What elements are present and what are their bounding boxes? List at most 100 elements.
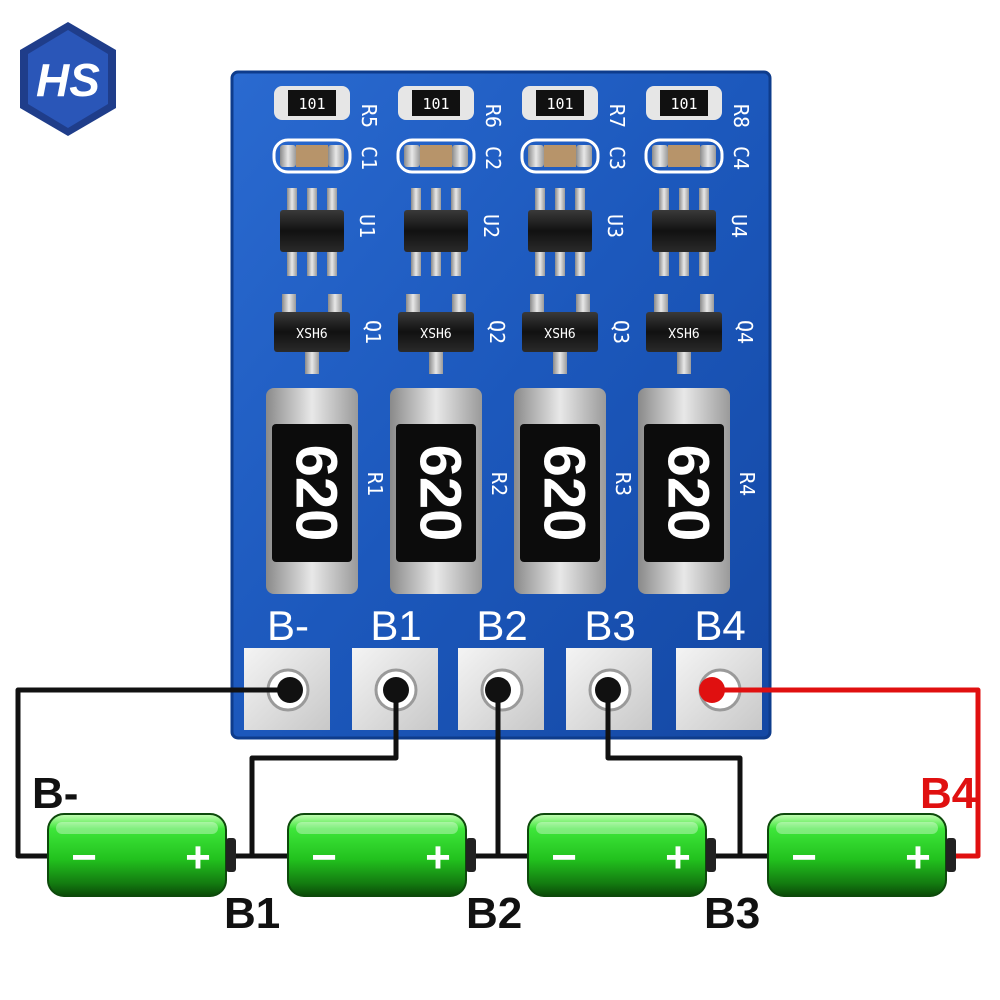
resistor-ref: R5 [357,104,381,128]
battery-terminal [946,838,956,872]
power-resistor-code: 620 [408,445,473,542]
transistor-body [274,312,350,352]
battery-plus-sign: + [905,833,931,882]
resistor-ref: R7 [605,104,629,128]
capacitor-ref: C2 [481,146,505,170]
battery-plus-sign: + [185,833,211,882]
capacitor-body [544,145,576,167]
ic-pin [699,188,709,212]
ic-ref: U3 [603,214,627,238]
smd-resistor-code: 101 [670,95,697,113]
label-b1: B1 [224,889,280,938]
smd-resistor-body [660,90,708,116]
power-resistor-code: 620 [656,445,721,542]
battery-terminal [466,838,476,872]
label-b-minus: B- [32,769,78,818]
ic-pin [431,250,441,276]
capacitor-end [280,145,296,167]
wire-b1 [229,690,399,859]
transistor-pin [406,294,420,314]
transistor-pin [576,294,590,314]
pad-label: B- [267,602,309,649]
battery-terminal [706,838,716,872]
capacitor-end [528,145,544,167]
transistor-pin [429,352,443,374]
terminal-dot-b4 [699,677,725,703]
ic-pin [575,188,585,212]
ic-pin [679,250,689,276]
capacitor-end [700,145,716,167]
ic-pin [327,188,337,212]
transistor-marking: 9HSX [420,324,451,339]
transistor-ref: Q3 [609,320,633,344]
power-resistor-ref: R1 [363,472,387,496]
capacitor-end [652,145,668,167]
label-b2: B2 [466,889,522,938]
ic-pin [555,188,565,212]
transistor-marking: 9HSX [668,324,699,339]
wire-terminals [277,677,725,703]
ic-pin [327,250,337,276]
battery-cell-2: −+ [287,813,476,897]
ic-pin [307,250,317,276]
power-resistor-ref: R4 [735,472,759,496]
battery-highlight [536,822,698,834]
ic-ref: U4 [727,214,751,238]
smd-resistor-code: 101 [298,95,325,113]
transistor-body [398,312,474,352]
terminal-dot-b1 [383,677,409,703]
ic-pin [411,250,421,276]
power-resistor-body [644,424,724,562]
power-resistor-body [272,424,352,562]
ic-pin [431,188,441,212]
ic-pin [451,188,461,212]
wire-b-minus [15,687,290,859]
battery-minus-sign: − [551,833,577,882]
ic-body [280,210,344,252]
power-resistor-body [396,424,476,562]
capacitor-ref: C3 [605,146,629,170]
smd-resistor-body [536,90,584,116]
capacitor-outline [396,138,476,174]
capacitor-outline [520,138,600,174]
battery-cell-3: −+ [527,813,716,897]
capacitor-body [420,145,452,167]
smd-resistor-code: 101 [546,95,573,113]
capacitor-end [452,145,468,167]
battery-cell-1: −+ [47,813,236,897]
transistor-pin [553,352,567,374]
transistor-pin [700,294,714,314]
transistor-ref: Q4 [733,320,757,344]
capacitor-body [296,145,328,167]
battery-highlight [296,822,458,834]
power-resistor-ref: R3 [611,472,635,496]
transistor-pin [282,294,296,314]
ic-body [404,210,468,252]
transistor-ref: Q2 [485,320,509,344]
terminal-dot-b3 [595,677,621,703]
battery-highlight [776,822,938,834]
ic-pin [555,250,565,276]
transistor-pin [530,294,544,314]
ic-ref: U2 [479,214,503,238]
label-b3: B3 [704,889,760,938]
transistor-pin [452,294,466,314]
smd-resistor-body [288,90,336,116]
capacitor-ref: C4 [729,146,753,170]
logo-text: HS [36,54,100,106]
battery-pack: −+−+−+−+ [47,813,956,897]
label-b4: B4 [920,769,977,818]
transistor-pin [328,294,342,314]
smd-resistor-code: 101 [422,95,449,113]
ic-pin [287,188,297,212]
transistor-ref: Q1 [361,320,385,344]
transistor-body [522,312,598,352]
resistor-ref: R6 [481,104,505,128]
wiring [15,687,981,859]
